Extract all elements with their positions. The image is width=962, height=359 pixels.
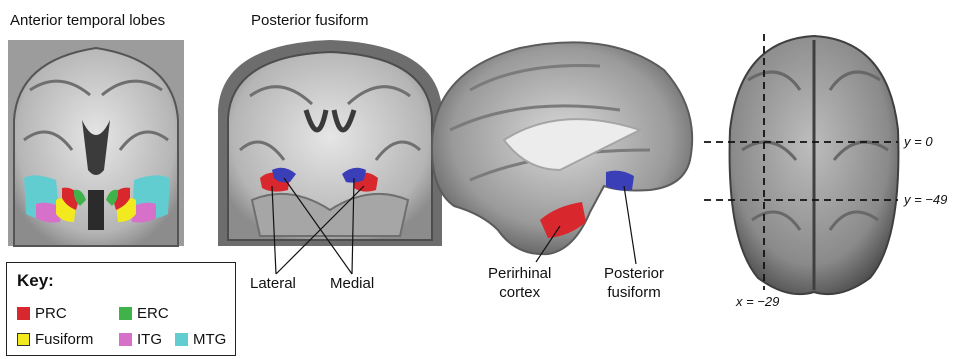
key-box: Key: PRC ERC Fusiform ITG MTG bbox=[6, 262, 236, 356]
perirhinal-label: Perirhinal cortex bbox=[488, 264, 551, 302]
lateral-label: Lateral bbox=[250, 274, 296, 293]
key-title: Key: bbox=[17, 271, 54, 291]
medial-sagittal-view bbox=[432, 42, 692, 264]
mtg-swatch bbox=[175, 333, 188, 346]
itg-swatch bbox=[119, 333, 132, 346]
key-label-fusiform: Fusiform bbox=[35, 331, 93, 348]
key-label-erc: ERC bbox=[137, 305, 169, 322]
key-label-prc: PRC bbox=[35, 305, 67, 322]
key-label-mtg: MTG bbox=[193, 331, 226, 348]
y49-label: y = −49 bbox=[904, 192, 947, 207]
prc-swatch bbox=[17, 307, 30, 320]
fusiform-swatch bbox=[17, 333, 30, 346]
erc-swatch bbox=[119, 307, 132, 320]
superior-axial-view bbox=[704, 34, 898, 294]
posterior-fusiform-label: Posterior fusiform bbox=[604, 264, 664, 302]
key-item-prc: PRC bbox=[17, 305, 67, 322]
x29-label: x = −29 bbox=[736, 294, 779, 309]
medial-label: Medial bbox=[330, 274, 374, 293]
key-item-itg: ITG bbox=[119, 331, 162, 348]
key-item-fusiform: Fusiform bbox=[17, 331, 93, 348]
key-item-mtg: MTG bbox=[175, 331, 226, 348]
posterior-coronal-slice bbox=[218, 40, 442, 274]
y0-label: y = 0 bbox=[904, 134, 933, 149]
anterior-coronal-slice bbox=[8, 40, 184, 246]
key-label-itg: ITG bbox=[137, 331, 162, 348]
key-item-erc: ERC bbox=[119, 305, 169, 322]
